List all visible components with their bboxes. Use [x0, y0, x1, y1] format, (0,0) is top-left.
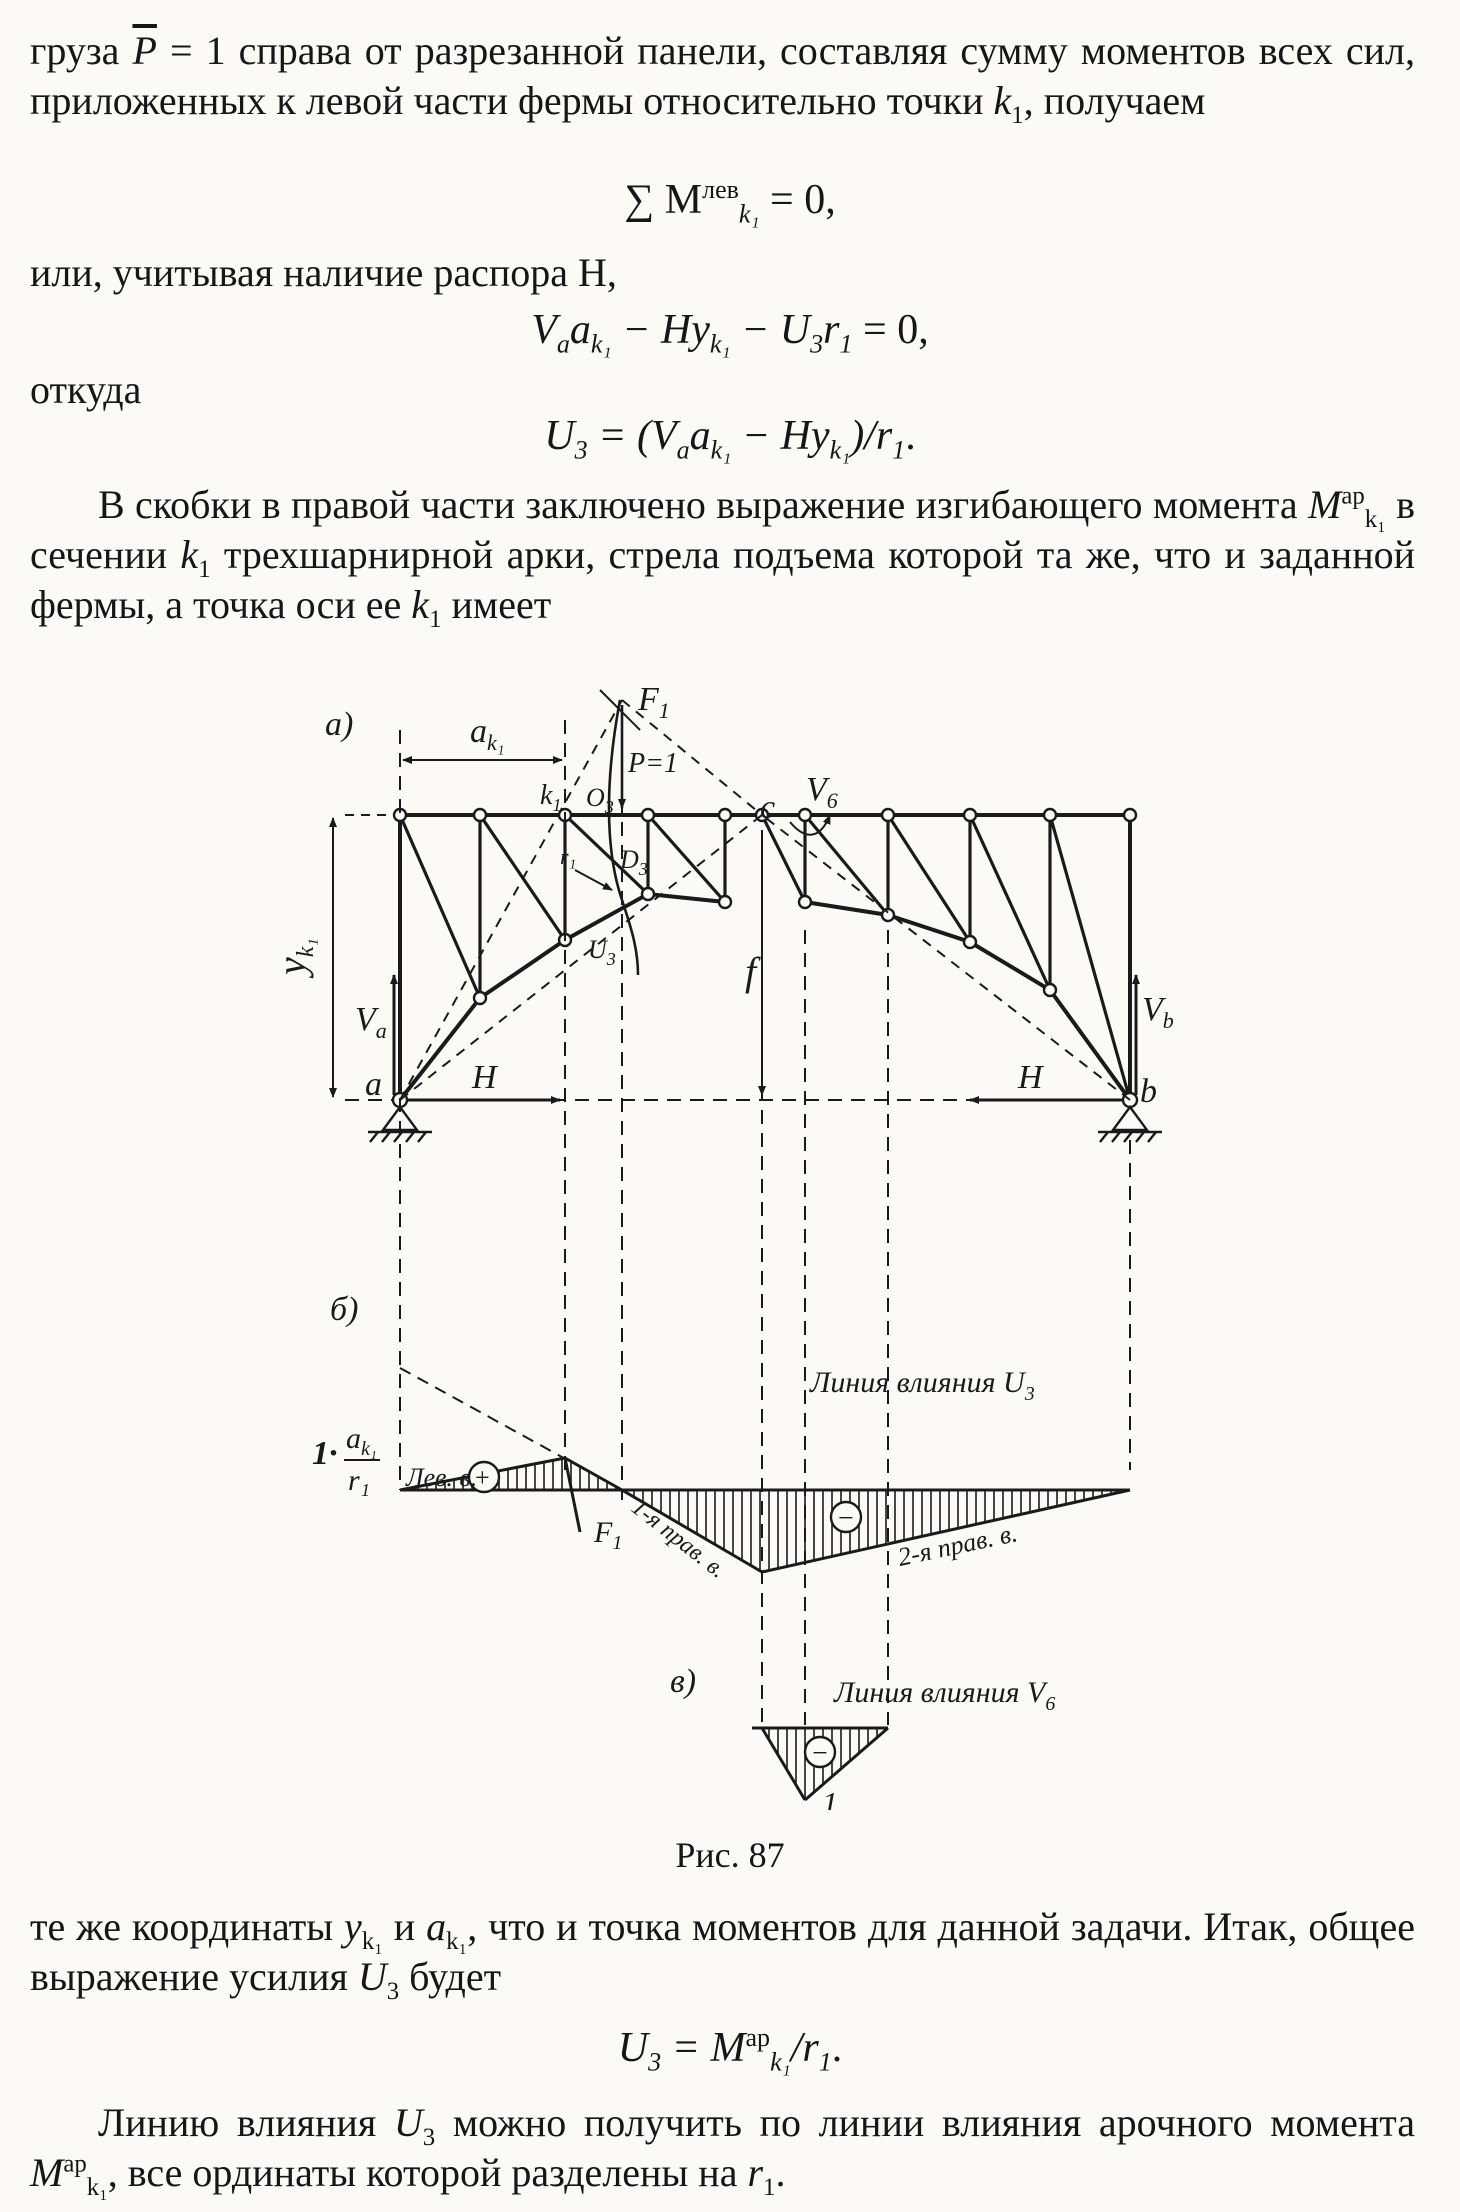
- equation-u3: U3 = (Vaak₁ − Hyk₁)/r1.: [544, 413, 916, 465]
- label-minus-U3: −: [838, 1503, 854, 1534]
- label-Vb: Vb: [1142, 991, 1174, 1033]
- label-ordinate-one: 1·: [312, 1435, 338, 1472]
- label-ordinate-den: r₁: [348, 1464, 370, 1497]
- paragraph-4: те же координаты yk₁ и ak₁, что и точка …: [30, 1904, 1415, 2005]
- paragraph-3: В скобки в правой части заключено выраже…: [30, 482, 1416, 633]
- influence-line-V6: [752, 1726, 889, 1802]
- paragraph-2: или, учитывая наличие распора H,: [30, 250, 617, 295]
- label-a-node: a: [365, 1066, 382, 1103]
- paragraph-5: Линию влияния U3 можно получить по линии…: [30, 2100, 1415, 2201]
- influence-line-U3: [399, 1367, 1131, 1574]
- paragraph-1: груза P = 1 справа от разрезанной панели…: [30, 28, 1415, 129]
- label-ak1: ak₁: [470, 713, 504, 755]
- label-U3: U3: [588, 935, 616, 969]
- label-v: в): [670, 1663, 696, 1700]
- equation-sum-moments: ∑ Mлевk₁ = 0,: [624, 175, 836, 229]
- label-infl-U3: Линия влияния U3: [809, 1366, 1035, 1405]
- label-f: f: [745, 949, 761, 994]
- label-V6: V6: [806, 771, 838, 813]
- label-lev: Лев. в.: [405, 1463, 477, 1492]
- label-H-left: H: [471, 1059, 499, 1096]
- label-infl-V6: Линия влияния V6: [833, 1676, 1055, 1715]
- truss-figure: а) ak₁ F1 P=1 k1 O3 D3 r₁ U3 c V6 yk₁ f …: [269, 681, 1174, 1810]
- label-F1-bottom: F1: [593, 1516, 622, 1554]
- equation-equilibrium: Vaak₁ − Hyk₁ − U3r1 = 0,: [531, 307, 929, 359]
- label-Va: Va: [355, 1001, 387, 1043]
- label-c: c: [760, 789, 775, 826]
- label-yk1: yk₁: [269, 938, 319, 979]
- label-k1: k1: [540, 780, 561, 815]
- label-r1: r₁: [560, 844, 576, 869]
- label-P1: P=1: [627, 748, 678, 779]
- label-minus-V6: −: [812, 1738, 828, 1769]
- label-D3: D3: [619, 845, 648, 879]
- label-F1: F1: [637, 681, 670, 723]
- truss-diagram: [329, 689, 1162, 1725]
- label-ordinate-num: ak₁: [346, 1422, 377, 1460]
- label-one: 1: [822, 1785, 838, 1810]
- figure-caption: Рис. 87: [675, 1835, 785, 1875]
- label-b-node: b: [1140, 1073, 1157, 1110]
- label-a: а): [325, 706, 353, 743]
- label-plus: +: [475, 1463, 490, 1492]
- label-b: б): [330, 1291, 358, 1328]
- word-otkuda: откуда: [30, 367, 142, 412]
- equation-u3-arch: U3 = Mарk₁/r1.: [617, 2023, 843, 2077]
- label-O3: O3: [586, 783, 614, 817]
- label-H-right: H: [1017, 1059, 1045, 1096]
- support-right: [1098, 1104, 1162, 1143]
